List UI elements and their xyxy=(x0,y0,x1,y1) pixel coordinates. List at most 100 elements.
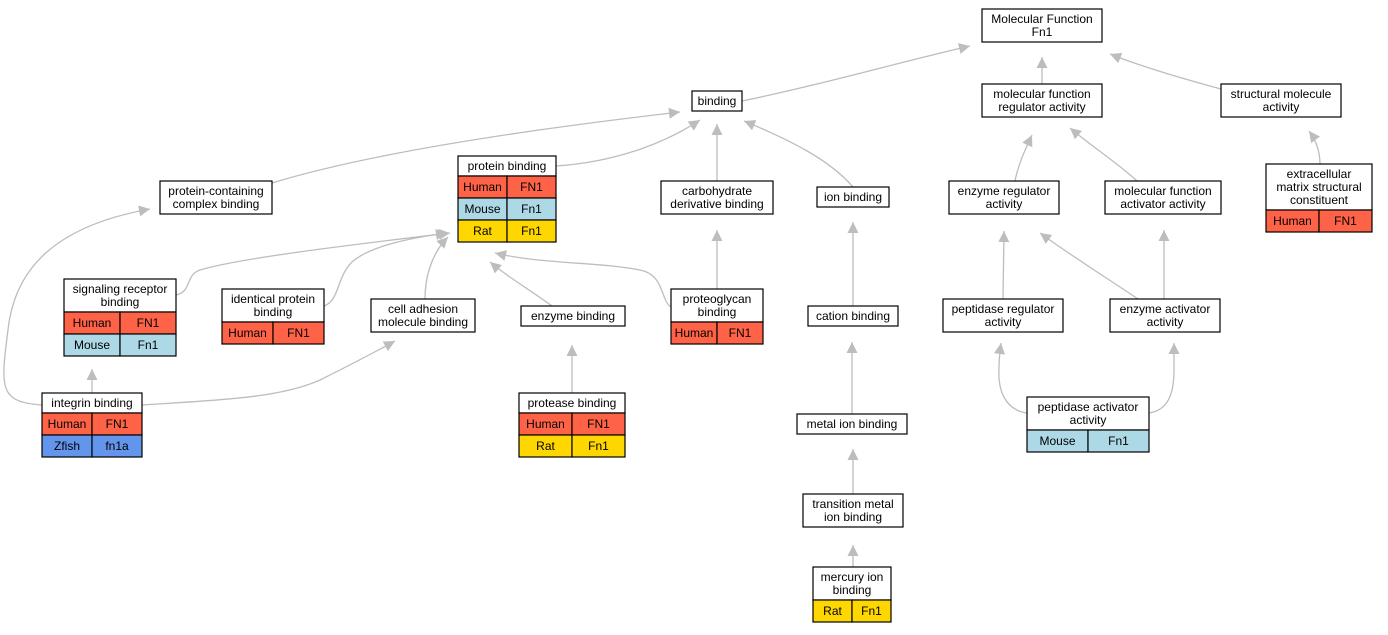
arrowhead-icon xyxy=(711,124,723,135)
edge-metalion-to-cation xyxy=(846,342,858,414)
node-header-box xyxy=(981,83,1103,118)
gene-symbol: Fn1 xyxy=(521,224,542,238)
go-term-node-binding[interactable]: binding xyxy=(691,90,743,112)
node-header-box xyxy=(1026,396,1150,431)
node-label-line: binding xyxy=(698,94,737,108)
edge-ionbind-to-binding xyxy=(743,120,854,188)
node-label-line: ion binding xyxy=(824,510,882,524)
node-label-line: activity xyxy=(985,315,1022,329)
node-label-line: Molecular Function xyxy=(991,12,1092,26)
gene-symbol: fn1a xyxy=(105,439,129,453)
go-term-node-ionbind[interactable]: ion binding xyxy=(816,186,890,208)
edge-cation-to-ionbind xyxy=(847,222,859,306)
node-label-line: peptidase activator xyxy=(1038,400,1139,414)
arrowhead-icon xyxy=(847,545,859,556)
node-label-line: cell adhesion xyxy=(388,302,458,316)
arrowhead-icon xyxy=(958,43,970,54)
edge-peptreg-to-enzreg xyxy=(998,230,1010,300)
arrowhead-icon xyxy=(847,222,859,233)
arrowhead-icon xyxy=(668,107,680,119)
node-label-line: molecule binding xyxy=(378,315,468,329)
node-label-line: binding xyxy=(698,305,737,319)
node-label-line: transition metal xyxy=(812,497,893,511)
arrowhead-icon xyxy=(994,343,1005,355)
node-header-box xyxy=(370,298,476,333)
node-header-box xyxy=(1109,298,1221,333)
arrowhead-icon xyxy=(744,120,757,131)
gene-symbol: FN1 xyxy=(1334,214,1357,228)
node-header-box xyxy=(796,413,908,435)
edge-ecm-to-structural xyxy=(1308,130,1321,165)
node-label-line: matrix structural xyxy=(1276,180,1361,194)
arrowhead-icon xyxy=(1070,128,1082,140)
edge-mfact-to-mfreg xyxy=(1069,127,1138,182)
go-term-node-enzbind[interactable]: enzyme binding xyxy=(520,305,626,327)
edge-line xyxy=(323,232,448,307)
species-gene-row[interactable]: Human FN1 xyxy=(221,321,325,345)
species-label: Rat xyxy=(536,439,555,453)
edge-structural-to-mf xyxy=(1109,52,1222,90)
gene-symbol: FN1 xyxy=(287,326,310,340)
node-header-box xyxy=(816,186,890,208)
edge-peptact-to-enzact xyxy=(1148,343,1180,414)
node-label-line: mercury ion xyxy=(821,570,884,584)
node-header-box xyxy=(520,305,626,327)
node-label-line: structural molecule xyxy=(1231,87,1332,101)
node-header-box xyxy=(691,90,743,112)
arrowhead-icon xyxy=(1022,135,1033,148)
gene-cell xyxy=(119,333,177,357)
gene-cell xyxy=(91,434,143,458)
edge-enzact-to-enzreg xyxy=(1039,232,1139,300)
edge-identprot-to-protbind xyxy=(323,229,448,307)
edge-integrin-to-pccomplex xyxy=(3,205,151,406)
edge-protbind-to-binding xyxy=(555,119,701,167)
edge-sigrec-to-protbind xyxy=(175,228,451,296)
go-term-node-metalion[interactable]: metal ion binding xyxy=(796,413,908,435)
gene-symbol: Fn1 xyxy=(861,604,882,618)
species-label: Human xyxy=(73,316,112,330)
species-label: Human xyxy=(228,326,267,340)
go-term-node-cation[interactable]: cation binding xyxy=(807,305,899,327)
gene-cell xyxy=(1087,429,1150,453)
node-label-line: binding xyxy=(101,295,140,309)
gene-cell xyxy=(571,434,626,458)
edge-line xyxy=(271,111,681,184)
species-label: Rat xyxy=(823,604,842,618)
species-gene-row[interactable]: Rat Fn1 xyxy=(812,599,892,623)
edge-proteogly-to-protbind xyxy=(494,250,672,308)
edge-line xyxy=(743,120,854,188)
